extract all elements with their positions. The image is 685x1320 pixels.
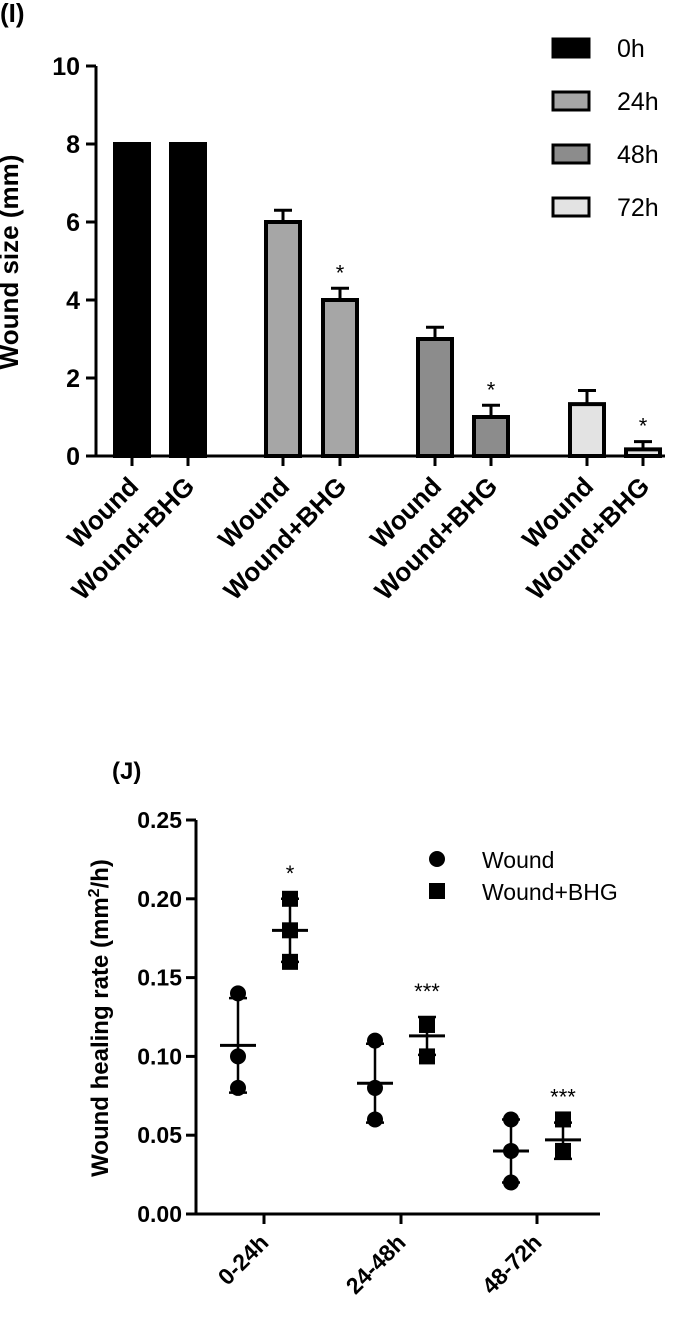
data-point-circle — [503, 1174, 519, 1191]
data-point-square — [555, 1111, 571, 1128]
data-point-square — [419, 1048, 435, 1065]
legend-label: Wound+BHG — [482, 879, 618, 905]
data-point-circle — [230, 1079, 246, 1096]
x-tick-label: 24-48h — [341, 1229, 411, 1299]
data-point-square — [419, 1016, 435, 1033]
data-point-square — [282, 953, 298, 970]
panel-i-axes: 0 2 4 6 8 10 — [52, 53, 665, 471]
significance-label: * — [487, 377, 496, 402]
panel-j-y-axis-label: Wound healing rate (mm2/h) — [86, 859, 114, 1177]
y-tick-label: 0.15 — [137, 965, 182, 991]
legend-swatch — [551, 37, 591, 59]
data-point-circle — [367, 1111, 383, 1128]
panel-i-bars: * * * — [113, 142, 662, 459]
legend-swatch — [551, 196, 591, 218]
panel-j-x-tick-labels: 0-24h 24-48h 48-72h — [213, 1229, 547, 1299]
significance-label: * — [639, 414, 648, 439]
data-point-square — [555, 1142, 571, 1159]
y-tick-label: 0.25 — [137, 807, 182, 833]
y-tick-label: 8 — [66, 131, 80, 159]
panel-j-data-points: ******* — [220, 861, 581, 1191]
bar — [416, 337, 454, 458]
bar — [264, 220, 302, 458]
data-point-circle — [367, 1032, 383, 1049]
data-point-circle — [230, 985, 246, 1002]
y-tick-label: 10 — [52, 53, 80, 81]
y-tick-label: 6 — [66, 209, 80, 237]
x-tick-label: 0-24h — [213, 1229, 274, 1290]
panel-j-scatter-chart: (J) Wound healing rate (mm2/h) 0.000.050… — [86, 758, 618, 1299]
bar — [113, 142, 151, 458]
bar — [624, 447, 662, 458]
significance-label: *** — [414, 979, 440, 1004]
legend-marker-square — [429, 883, 445, 899]
panel-j-label: (J) — [112, 758, 141, 785]
panel-i-label: (I) — [0, 0, 25, 28]
data-point-square — [282, 890, 298, 907]
y-tick-label: 0.20 — [137, 886, 182, 912]
bar — [169, 142, 207, 458]
significance-label: * — [286, 861, 295, 886]
legend-swatch — [551, 143, 591, 165]
panel-i-bar-chart: (I) Wound size (mm) 0 2 4 6 8 10 * * * WoundWou… — [0, 0, 665, 606]
x-tick-label: 48-72h — [477, 1229, 547, 1299]
legend-label: 24h — [617, 88, 659, 116]
legend-label: 48h — [617, 141, 659, 169]
data-point-circle — [503, 1111, 519, 1128]
significance-label: * — [336, 260, 345, 285]
data-point-circle — [230, 1048, 246, 1065]
bar — [321, 298, 359, 458]
panel-i-y-axis-label: Wound size (mm) — [0, 155, 24, 370]
significance-label: *** — [550, 1085, 576, 1110]
y-tick-label: 4 — [66, 287, 80, 315]
bar — [568, 402, 606, 459]
panel-i-legend: 0h 24h 48h 72h — [551, 35, 659, 222]
legend-label: 72h — [617, 194, 659, 222]
y-tick-label: 0.00 — [137, 1201, 182, 1227]
legend-label: Wound — [482, 847, 554, 873]
legend-swatch — [551, 90, 591, 112]
y-tick-label: 0.05 — [137, 1122, 182, 1148]
bar — [472, 415, 510, 458]
legend-marker-circle — [429, 851, 445, 867]
y-tick-label: 2 — [66, 365, 80, 393]
y-tick-label: 0.10 — [137, 1043, 182, 1069]
y-tick-label: 0 — [66, 443, 80, 471]
legend-label: 0h — [617, 35, 645, 63]
panel-j-axes: 0.00 0.05 0.10 0.15 0.20 0.25 — [137, 807, 600, 1227]
